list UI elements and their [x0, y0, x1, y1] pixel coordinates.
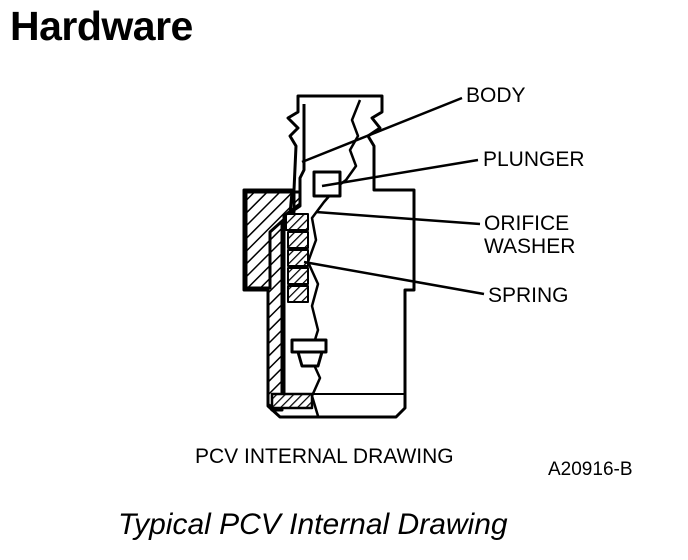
drawing-label: PCV INTERNAL DRAWING [195, 445, 454, 468]
figure-caption: Typical PCV Internal Drawing [118, 508, 508, 541]
callout-spring: SPRING [488, 284, 569, 307]
section-heading: Hardware [10, 3, 193, 49]
leader-plunger [321, 158, 479, 188]
leader-spring [303, 260, 485, 296]
valve-outline [242, 94, 416, 419]
leader-lines [301, 96, 485, 296]
plunger-neck [296, 350, 324, 368]
plunger-collar [290, 338, 328, 354]
leader-orifice-washer [315, 210, 481, 226]
callout-orifice: ORIFICE [484, 212, 569, 235]
valve-cutaway [242, 94, 416, 419]
callout-body: BODY [466, 84, 526, 107]
leader-body [301, 96, 463, 164]
bottom-seat [270, 392, 314, 410]
figure-code: A20916-B [548, 459, 633, 480]
body-wall-left [244, 190, 294, 290]
inner-bore [282, 104, 306, 406]
callout-washer: WASHER [484, 235, 575, 258]
spring-coils [285, 213, 309, 303]
callout-plunger: PLUNGER [483, 148, 585, 171]
